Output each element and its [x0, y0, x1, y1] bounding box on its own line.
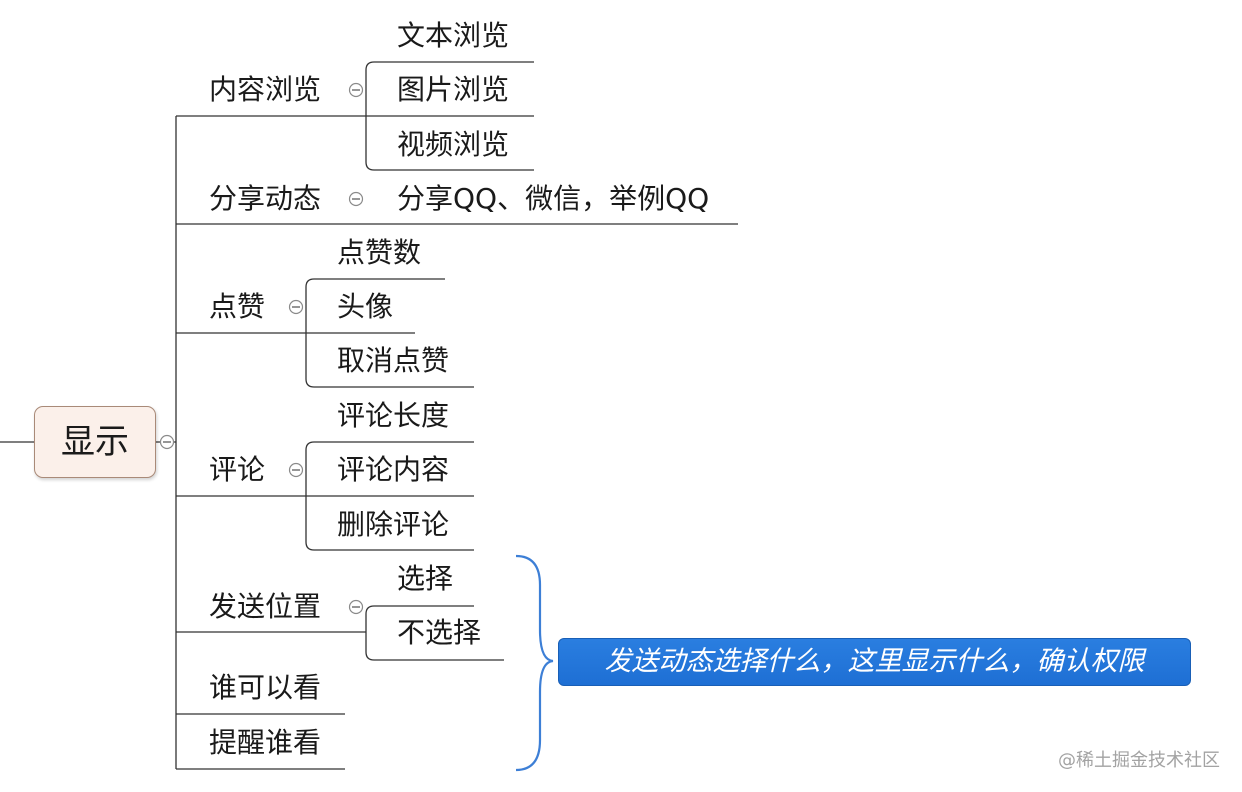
leaf-cancel-like[interactable]: 取消点赞	[337, 344, 450, 377]
leaf-select[interactable]: 选择	[397, 562, 454, 595]
leaf-like-count[interactable]: 点赞数	[337, 236, 422, 269]
root-label: 显示	[61, 422, 129, 462]
callout-text: 发送动态选择什么，这里显示什么，确认权限	[604, 646, 1145, 677]
branch-label-content-browse[interactable]: 内容浏览	[209, 73, 322, 106]
leaf-video-browse[interactable]: 视频浏览	[397, 128, 510, 161]
callout-note[interactable]: 发送动态选择什么，这里显示什么，确认权限	[558, 638, 1191, 686]
branch-label-share[interactable]: 分享动态	[209, 182, 322, 215]
branch-label-location[interactable]: 发送位置	[209, 590, 322, 623]
brace-icon	[515, 554, 554, 772]
watermark: @稀土掘金技术社区	[1058, 750, 1220, 771]
branch-label-remind[interactable]: 提醒谁看	[209, 726, 322, 759]
leaf-share-qq-wechat[interactable]: 分享QQ、微信，举例QQ	[397, 182, 710, 215]
leaf-comment-content[interactable]: 评论内容	[337, 453, 450, 486]
root-node[interactable]: 显示	[34, 406, 156, 478]
leaf-avatar[interactable]: 头像	[337, 290, 394, 323]
leaf-delete-comment[interactable]: 删除评论	[337, 508, 450, 541]
branch-label-comment[interactable]: 评论	[209, 453, 266, 486]
leaf-text-browse[interactable]: 文本浏览	[397, 19, 510, 52]
leaf-comment-length[interactable]: 评论长度	[337, 399, 450, 432]
branch-label-who-can-see[interactable]: 谁可以看	[209, 671, 322, 704]
leaf-not-select[interactable]: 不选择	[397, 616, 482, 649]
branch-label-like[interactable]: 点赞	[209, 290, 266, 323]
leaf-image-browse[interactable]: 图片浏览	[397, 73, 510, 106]
